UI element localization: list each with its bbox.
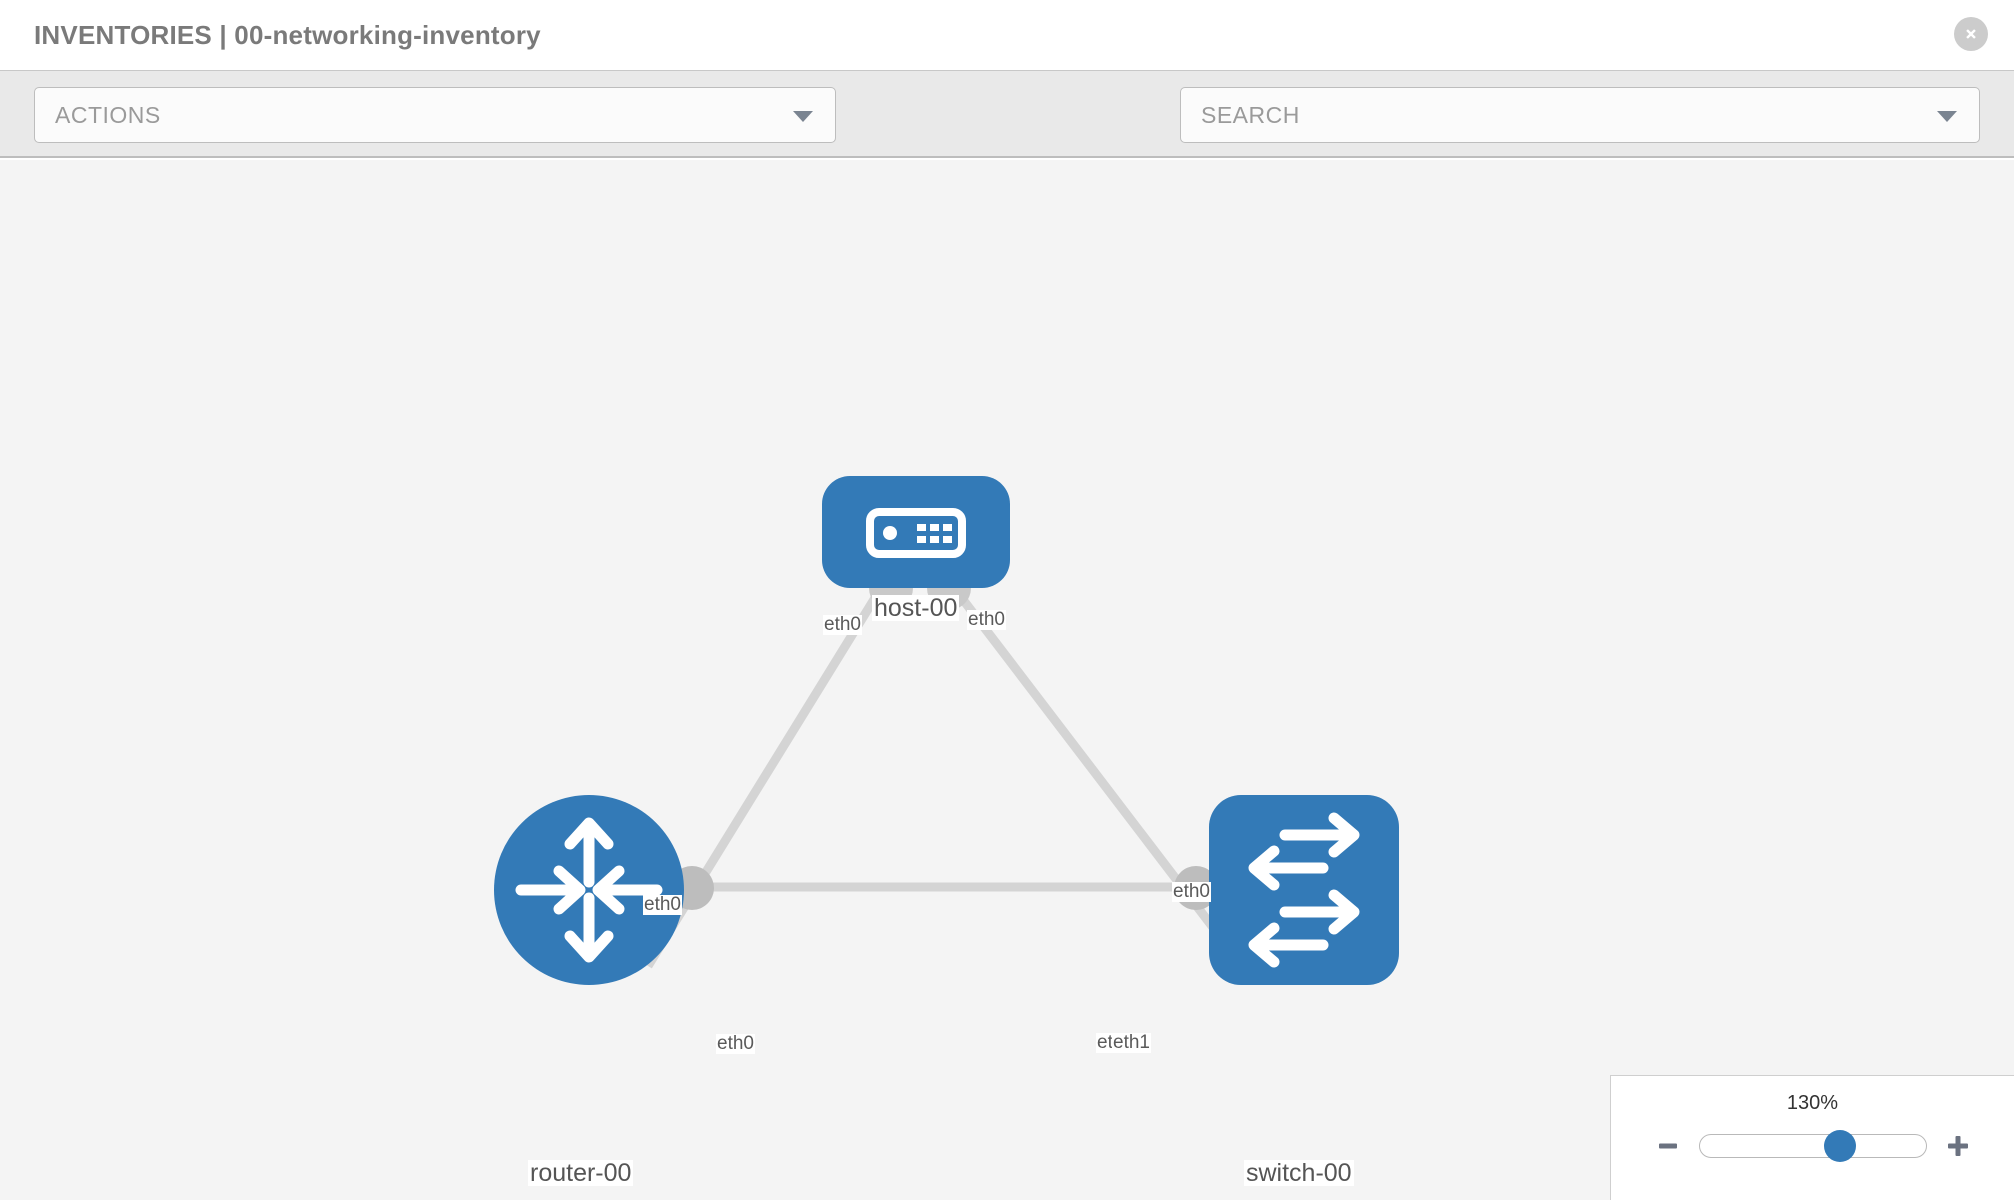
node-label-router-00: router-00 [528,1159,634,1187]
search-input[interactable]: SEARCH [1180,87,1980,143]
minus-icon [1658,1143,1677,1149]
zoom-slider-track[interactable] [1698,1130,1927,1162]
switch-arrows-icon [1248,812,1360,968]
node-router-00[interactable] [494,795,684,985]
actions-dropdown[interactable]: ACTIONS [34,87,836,143]
close-icon [1966,29,1976,39]
server-icon [866,508,966,558]
router-arrows-icon [515,817,663,963]
page-title: INVENTORIES | 00-networking-inventory [34,19,541,50]
edge-label-eth0: eth0 [1172,881,1211,902]
zoom-in-button[interactable] [1941,1129,1975,1163]
topology-graph [494,476,1399,985]
chevron-down-icon [793,111,813,122]
toolbar: ACTIONS SEARCH [0,70,2014,191]
zoom-control-panel: 130% [1610,1075,2014,1200]
actions-dropdown-label: ACTIONS [55,101,161,128]
edge-label-eth1: eth1 [1112,1032,1151,1053]
page-header: INVENTORIES | 00-networking-inventory [0,0,2014,70]
node-label-switch-00: switch-00 [1244,1159,1354,1187]
zoom-out-button[interactable] [1651,1129,1685,1163]
edge-label-eth0: eth0 [716,1033,755,1054]
edge-label-eth0: eth0 [643,894,682,915]
zoom-level-value: 130% [1786,1092,1839,1114]
node-switch-00[interactable] [1209,795,1399,985]
node-host-00[interactable] [822,476,1010,588]
search-placeholder: SEARCH [1201,101,1300,128]
node-label-host-00: host-00 [872,594,960,622]
zoom-slider-thumb[interactable] [1823,1130,1856,1162]
edge-label-eth0: eth0 [823,614,862,635]
edge-label-eth0: eth0 [967,609,1006,630]
topology-canvas[interactable]: host-00 router-00 switch-00 eth0 eth0 et… [0,160,2014,1200]
plus-icon [1947,1136,1968,1156]
close-button[interactable] [1954,17,1988,51]
chevron-down-icon[interactable] [1937,111,1957,122]
